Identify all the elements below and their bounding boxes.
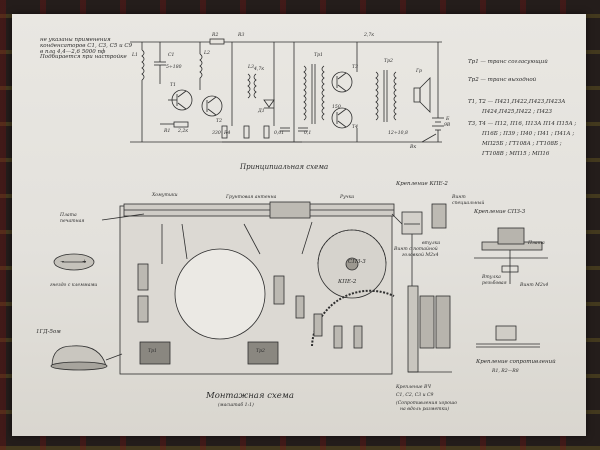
schematic-title: Принципиальная схема bbox=[240, 163, 329, 171]
label-plata-r: Плата bbox=[528, 241, 545, 246]
note-t3-t4-a: T3, T4 — П12, П16, П13А П14 П15А ; bbox=[468, 121, 577, 127]
note-t3-t4-d: ГТ108В ; МП15 ; МП16 bbox=[482, 151, 550, 157]
label-spec: специальный bbox=[452, 201, 485, 206]
label-spz3: СПЗ-3 bbox=[348, 259, 366, 265]
label-vint-m2: Винт М2х4 bbox=[520, 283, 549, 288]
label-b-plus: + bbox=[82, 259, 87, 265]
label-l1: L1 bbox=[132, 53, 138, 58]
label-plata: Плата bbox=[60, 213, 77, 218]
label-c1: C1 bbox=[168, 53, 175, 58]
label-r1: R1 bbox=[164, 129, 171, 134]
note-t3-t4-c: МП25Б ; ГТ108А ; ГТ108Б ; bbox=[482, 141, 562, 147]
label-value-3: 330 bbox=[212, 131, 221, 136]
label-tr1: Тр1 bbox=[314, 53, 323, 58]
label-l2: L2 bbox=[204, 51, 210, 56]
label-kpe2: КПЕ-2 bbox=[338, 279, 357, 285]
label-plata-pech: печатная bbox=[60, 219, 85, 224]
label-value-4: 150 bbox=[332, 105, 341, 110]
note-t1-t2: T1, T2 — П421,П422,П423,П423А bbox=[468, 99, 566, 105]
label-d1: Д1 bbox=[258, 109, 265, 114]
note-tr2: Тр2 — транс выходной bbox=[468, 77, 537, 83]
label-vint-kpe: Винт с потайной bbox=[394, 247, 438, 252]
label-r2: R2 bbox=[212, 33, 219, 38]
label-vtulka-r: Втулка bbox=[482, 275, 501, 280]
note-t1-t2-cont: П424,П425,П422 ; П423 bbox=[482, 109, 553, 115]
label-l3: L3 bbox=[248, 65, 254, 70]
label-kp-kpe: Крепление КПЕ-2 bbox=[396, 181, 448, 187]
assembly-subcaption: (масштаб 1:1) bbox=[218, 403, 254, 408]
label-c-list: C1, C2, C3 и C9 bbox=[396, 393, 434, 398]
label-ruchka: Ручка bbox=[340, 195, 355, 200]
label-value-5: 4,7к bbox=[254, 67, 265, 72]
label-vtulka: втулка bbox=[422, 241, 441, 246]
label-value-14: 0,1 bbox=[304, 131, 312, 136]
note-line-2: конденсаторов C1, C3, C5 и C9 bbox=[40, 42, 133, 49]
label-r4: R4 bbox=[224, 131, 231, 136]
label-b: Б bbox=[446, 117, 450, 122]
label-lepestok: Хомутики bbox=[152, 193, 178, 198]
label-grunt: Грунтовая антенна bbox=[226, 195, 277, 200]
label-assembly-tr1: Тр1 bbox=[148, 349, 157, 354]
label-value-10: 9В bbox=[444, 123, 451, 128]
label-nav: на вдоль разметки) bbox=[400, 407, 450, 412]
schematic-drawing bbox=[50, 38, 548, 375]
label-gd: 1ГД-5ом bbox=[36, 329, 61, 335]
note-line-3: в пла 4,4—2,6 5000 пф bbox=[40, 48, 106, 55]
label-kp-sopr: Крепление сопротивлений bbox=[476, 359, 556, 365]
assembly-caption: Монтажная схема bbox=[206, 391, 294, 401]
label-value-6: 2,7к bbox=[364, 33, 375, 38]
label-vk: Вк bbox=[410, 145, 417, 150]
label-gr: Гр bbox=[416, 69, 422, 74]
label-kp-bn: Крепление ВЧ bbox=[396, 385, 431, 390]
label-rezbovaya: резьбовая bbox=[482, 281, 507, 286]
label-value-1: 5÷180 bbox=[166, 65, 182, 70]
label-value-11: 12÷10,8 bbox=[388, 131, 408, 136]
label-kp-spz: Крепление СПЗ-3 bbox=[474, 209, 526, 215]
label-t4: T4 bbox=[352, 125, 358, 130]
note-line-1: не указаны применения bbox=[40, 37, 111, 43]
label-t2: T2 bbox=[216, 119, 222, 124]
label-t3: T3 bbox=[352, 65, 358, 70]
note-line-4: Подбирается при настройке bbox=[40, 54, 127, 61]
label-value-8: 0,01 bbox=[274, 131, 285, 136]
label-b-minus: − bbox=[60, 259, 65, 265]
top-note: не указаны применения конденсаторов C1, … bbox=[40, 37, 133, 61]
label-sopr: (Сопротивления хорошо bbox=[396, 401, 458, 406]
label-vint: Винт bbox=[452, 195, 466, 200]
label-assembly-tr2: Тр2 bbox=[256, 349, 265, 354]
label-t1: T1 bbox=[170, 83, 176, 88]
label-gnezdo: гнездо с клеммами bbox=[50, 283, 98, 288]
label-value-2: 2,2к bbox=[178, 129, 189, 134]
schematic-sheet: не указаны применения конденсаторов C1, … bbox=[12, 14, 586, 436]
label-tr2: Тр2 bbox=[384, 59, 393, 64]
label-r3: R3 bbox=[238, 33, 245, 38]
note-t3-t4-b: П16Б ; П39 ; П40 ; П41 ; П41А ; bbox=[482, 131, 575, 137]
label-r-list: R1, R2—R8 bbox=[492, 369, 519, 374]
note-tr1: Тр1 — транс согласующий bbox=[468, 59, 548, 65]
label-golovkoi: головкой М2х4 bbox=[402, 253, 439, 258]
